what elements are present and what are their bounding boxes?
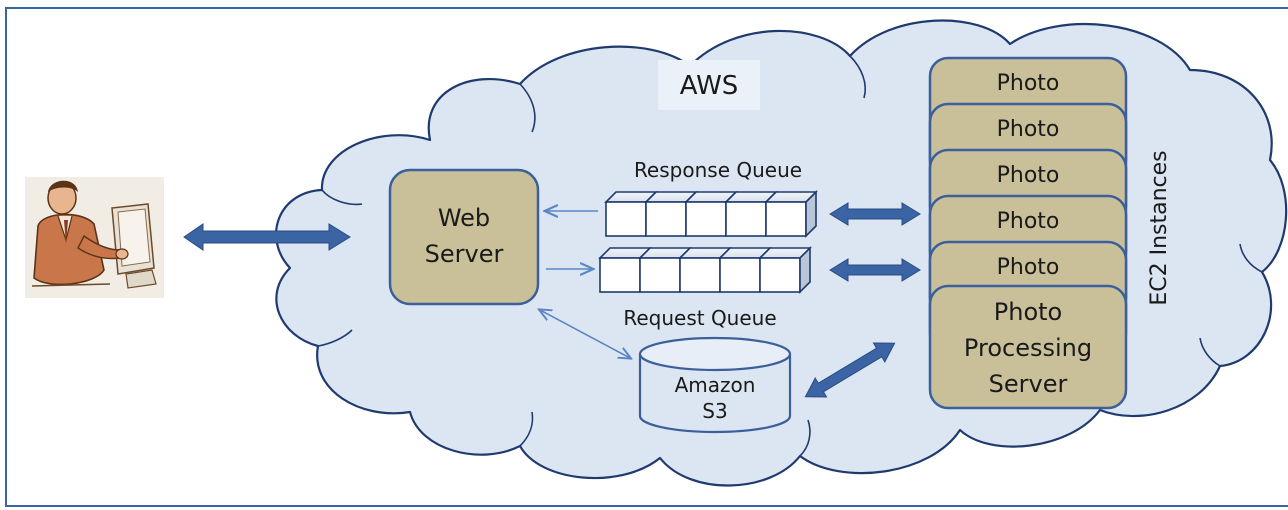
ec2-instances-label: EC2 Instances	[1147, 150, 1172, 305]
response-queue-cell	[605, 201, 647, 237]
request-queue	[598, 246, 812, 294]
response-queue-cell	[765, 201, 807, 237]
request-queue-cell	[599, 257, 641, 293]
photo-server-label: Photo	[997, 209, 1060, 234]
photo-server-label: Photo	[997, 163, 1060, 188]
request-queue-cell	[759, 257, 801, 293]
response-queue-ec2-arrow	[829, 202, 921, 226]
s3-ec2-arrow	[804, 342, 896, 398]
response-queue-side	[805, 190, 817, 238]
aws-title: AWS	[680, 71, 739, 101]
s3-label-1: Amazon	[675, 373, 756, 397]
request-queue-side	[799, 246, 811, 294]
web-server-label-1: Web	[438, 204, 490, 232]
photo-server-label: Photo	[997, 255, 1060, 280]
response-queue-cell	[645, 201, 687, 237]
request-queue-label: Request Queue	[623, 306, 776, 330]
s3-label-2: S3	[702, 399, 727, 423]
amazon-s3-storage: Amazon S3	[638, 336, 792, 434]
response-queue	[604, 190, 818, 238]
web-server-label-2: Server	[425, 240, 504, 268]
processing-server-label-3: Server	[989, 370, 1068, 398]
person-at-computer-icon	[25, 177, 164, 298]
photo-processing-server: Photo Processing Server	[928, 284, 1128, 410]
response-queue-label: Response Queue	[634, 158, 802, 182]
webserver-s3-arrow	[540, 310, 630, 358]
photo-server-label: Photo	[997, 71, 1060, 96]
response-queue-cell	[725, 201, 767, 237]
request-queue-ec2-arrow	[829, 258, 921, 282]
user-webserver-arrow	[183, 223, 351, 251]
web-server-box: Web Server	[388, 168, 540, 306]
processing-server-label-2: Processing	[964, 334, 1092, 362]
request-queue-cell	[679, 257, 721, 293]
request-queue-cell	[639, 257, 681, 293]
request-queue-cell	[719, 257, 761, 293]
processing-server-label-1: Photo	[994, 298, 1062, 326]
aws-title-bg	[658, 60, 760, 110]
photo-server-label: Photo	[997, 117, 1060, 142]
response-queue-cell	[685, 201, 727, 237]
